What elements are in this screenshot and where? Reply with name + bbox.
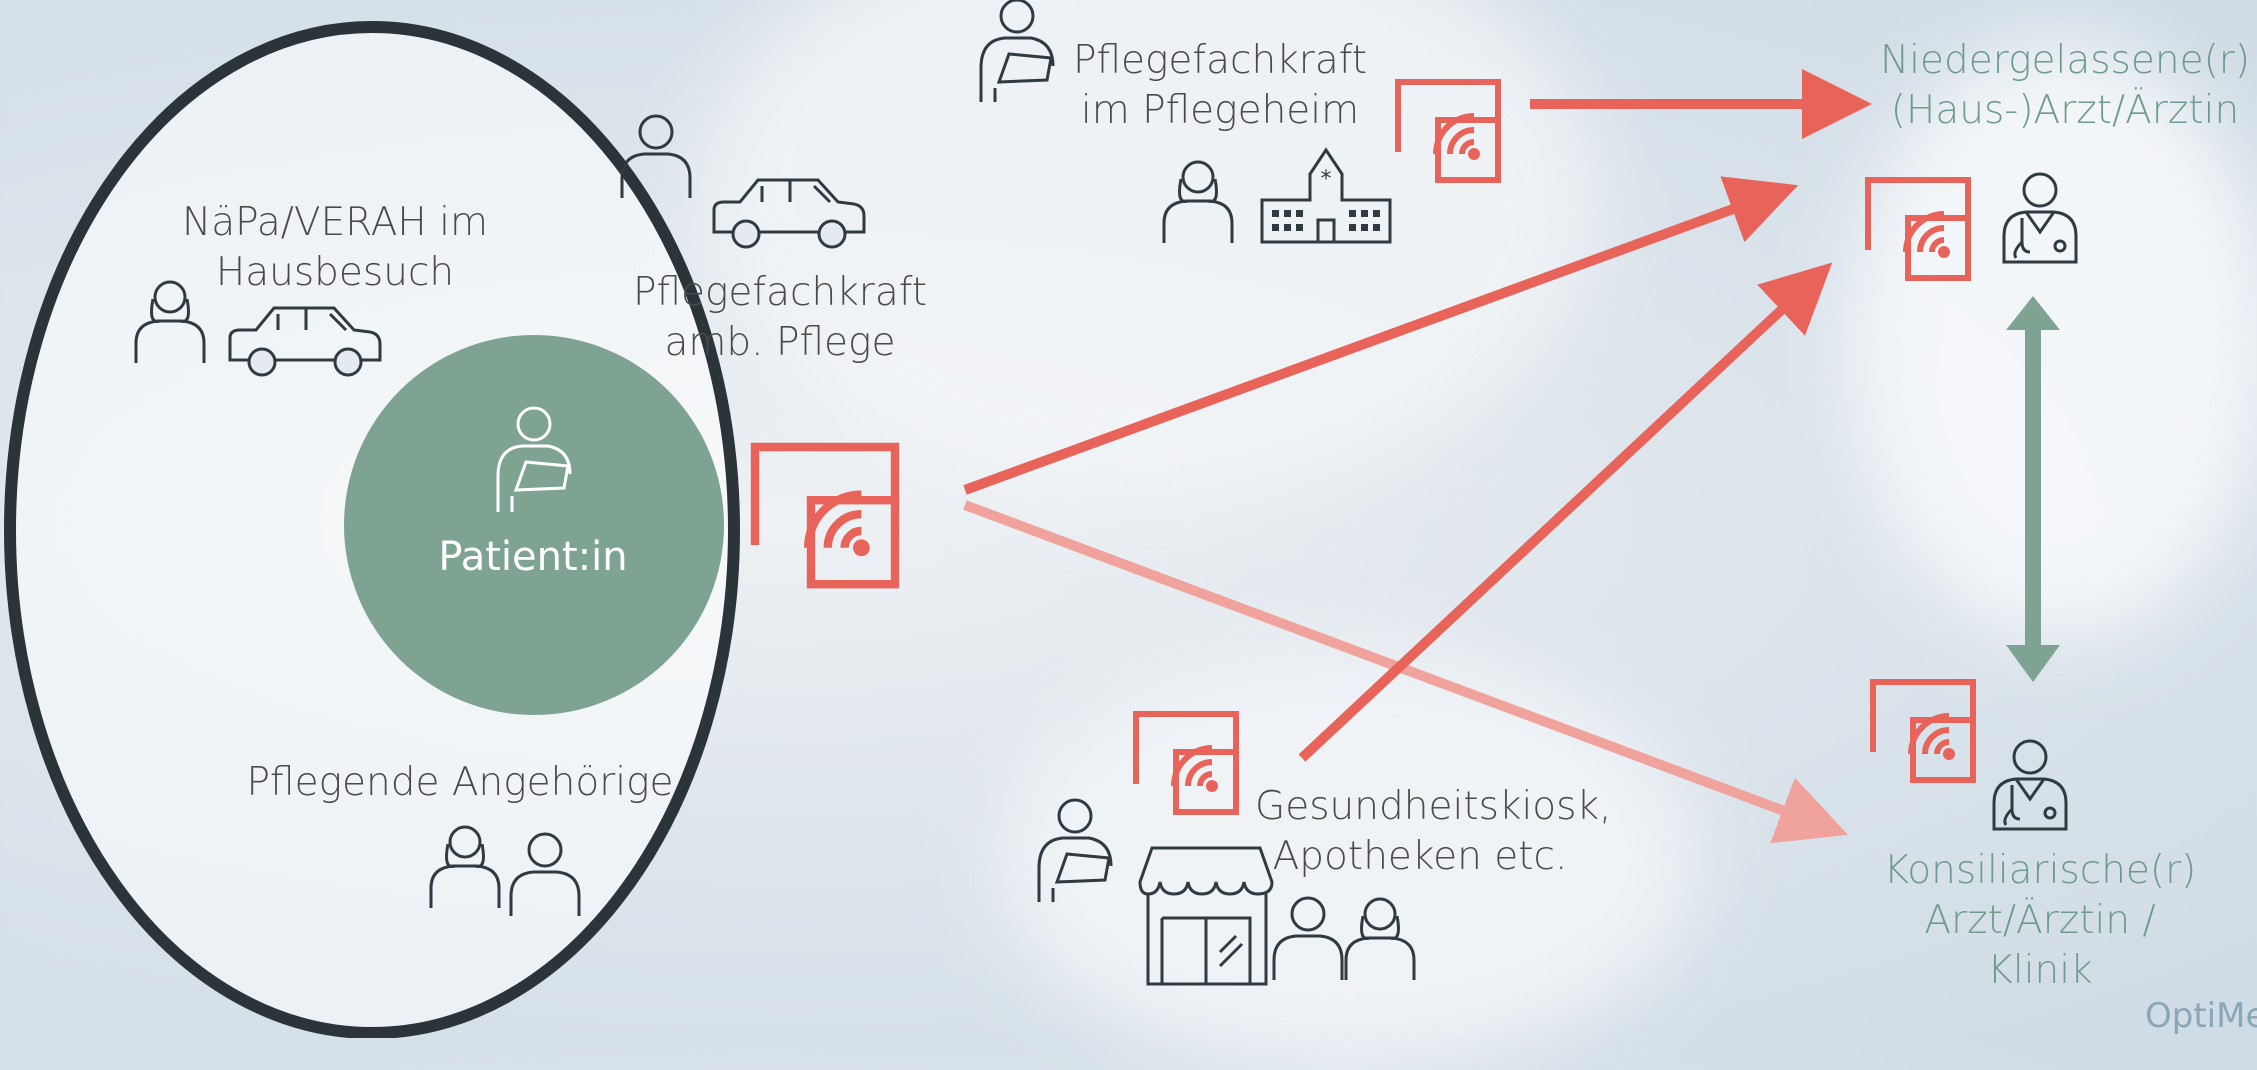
svg-text:*: *	[1321, 167, 1332, 192]
patient-icon	[496, 406, 572, 512]
background-glow	[1000, 650, 1700, 1070]
kiosk-label: Gesundheitskiosk, Apotheken etc.	[1255, 782, 1612, 882]
doctor-icon	[2002, 172, 2078, 264]
consultant-label: Konsiliarische(r) Arzt/Ärztin / Klinik	[1880, 846, 2200, 996]
car-icon	[712, 178, 866, 249]
staff-icon	[1344, 897, 1416, 982]
relatives-label-text: Pflegende Angehörige	[246, 760, 674, 805]
arrow-to-gp	[963, 176, 1799, 495]
telemedicine-device-icon	[1873, 682, 1973, 780]
amb-care-label-line1: Pflegefachkraft	[632, 270, 928, 315]
amb-care-label: Pflegefachkraft amb. Pflege	[620, 268, 940, 368]
gp-consultant-link	[2006, 296, 2060, 682]
patient-icon	[979, 0, 1055, 104]
doctor-icon	[1992, 739, 2068, 831]
amb-care-label-line2: amb. Pflege	[664, 320, 896, 365]
kiosk-label-line2: Apotheken etc.	[1272, 834, 1568, 879]
napa-label-line1: NäPa/VERAH im	[182, 200, 488, 245]
telemedicine-device-icon	[1398, 82, 1498, 180]
nurse-icon	[1162, 160, 1234, 245]
telemedicine-device-icon	[1136, 714, 1236, 812]
relatives-label: Pflegende Angehörige	[215, 758, 705, 808]
nursing-home-icon: *	[1260, 147, 1392, 244]
gp-label-line1: Niedergelassene(r)	[1880, 38, 2251, 83]
kiosk-store-icon	[1138, 846, 1274, 986]
consultant-label-line3: Klinik	[1987, 948, 2093, 993]
telemedicine-device-icon	[755, 447, 895, 584]
arrow-kiosk-to-gp	[1298, 262, 1833, 762]
gp-label: Niedergelassene(r) (Haus-)Arzt/Ärztin	[1880, 36, 2250, 136]
kiosk-label-line1: Gesundheitskiosk,	[1255, 784, 1612, 829]
patient-label: Patient:in	[438, 534, 628, 580]
care-network-diagram: *	[4, 0, 2078, 1038]
gp-label-line2: (Haus-)Arzt/Ärztin	[1890, 88, 2240, 133]
consultant-label-line2: Arzt/Ärztin /	[1924, 898, 2156, 943]
nursing-home-label-line1: Pflegefachkraft	[1072, 38, 1368, 83]
napa-label-line2: Hausbesuch	[215, 250, 455, 295]
patient-icon	[1037, 798, 1113, 904]
patient-circle	[344, 335, 724, 715]
napa-label: NäPa/VERAH im Hausbesuch	[150, 198, 520, 298]
brand-logo-text: OptiMe	[2145, 996, 2257, 1036]
staff-icon	[1272, 896, 1344, 982]
nursing-home-label: Pflegefachkraft im Pflegeheim	[1070, 36, 1370, 136]
nursing-home-label-line2: im Pflegeheim	[1080, 88, 1360, 133]
background-glow	[1850, 40, 2257, 640]
consultant-label-line1: Konsiliarische(r)	[1883, 848, 2197, 893]
telemedicine-device-icon	[1868, 180, 1968, 278]
